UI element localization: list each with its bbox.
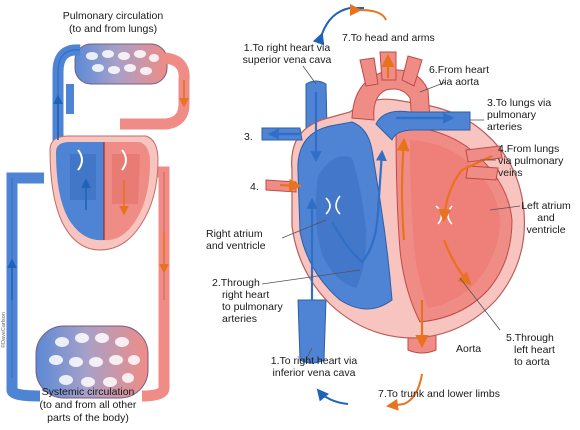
- label-svc-line2: superior vena cava: [243, 54, 332, 66]
- label-svc-line1: 1.To right heart via: [244, 42, 331, 54]
- label-through-left-line1: 5.Through: [506, 332, 554, 344]
- label-through-right-line4: arteries: [222, 313, 257, 325]
- heart-anatomy: 1.To right heart via superior vena cava …: [206, 8, 571, 406]
- label-left-atrium-line3: ventricle: [526, 224, 565, 236]
- systemic-caption-line2: (to and from all other: [40, 399, 137, 411]
- label-right-atrium-line1: Right atrium: [206, 228, 263, 240]
- label-4-left: 4.: [250, 181, 259, 193]
- inferior-vena-cava: [298, 300, 326, 363]
- label-through-right-line3: to pulmonary: [222, 301, 283, 313]
- label-left-atrium-line1: Left atrium: [521, 200, 571, 212]
- pulmonary-caption-line2: (to and from lungs): [69, 23, 157, 35]
- label-ivc-line2: inferior vena cava: [273, 367, 356, 379]
- label-ivc-line1: 1.To right heart via: [271, 355, 358, 367]
- left-schematic: Pulmonary circulation (to and from lungs…: [0, 10, 184, 424]
- systemic-caption-line1: Systemic circulation: [42, 386, 135, 398]
- label-right-atrium-line2: and ventricle: [206, 240, 266, 252]
- label-left-atrium-line2: and: [537, 212, 555, 224]
- label-3-left: 3.: [244, 131, 253, 143]
- label-pulm-vein-line2: via pulmonary: [498, 155, 564, 167]
- schematic-heart: [50, 136, 158, 250]
- label-pulm-art-line3: arteries: [487, 121, 522, 133]
- label-through-right-line2: right heart: [222, 289, 269, 301]
- label-through-left-line2: left heart: [514, 344, 555, 356]
- label-pulm-art-line1: 3.To lungs via: [487, 97, 551, 109]
- label-pulm-vein-line1: 4.From lungs: [498, 143, 559, 155]
- label-through-right-line1: 2.Through: [212, 277, 260, 289]
- pulmonary-caption-line1: Pulmonary circulation: [63, 10, 164, 22]
- label-aorta-from-line2: via aorta: [439, 76, 479, 88]
- systemic-caption-line3: parts of the body): [47, 412, 129, 424]
- label-trunk-limbs: 7.To trunk and lower limbs: [378, 388, 500, 400]
- label-aorta: Aorta: [456, 343, 481, 355]
- lung-capillary-bed: [75, 44, 167, 84]
- label-head-arms: 7.To head and arms: [342, 32, 435, 44]
- credit-text: ©DaveCarlson: [0, 312, 7, 348]
- label-pulm-art-line2: pulmonary: [487, 109, 537, 121]
- label-pulm-vein-line3: veins: [498, 167, 523, 179]
- label-aorta-from-line1: 6.From heart: [429, 64, 489, 76]
- label-through-left-line3: to aorta: [514, 356, 550, 368]
